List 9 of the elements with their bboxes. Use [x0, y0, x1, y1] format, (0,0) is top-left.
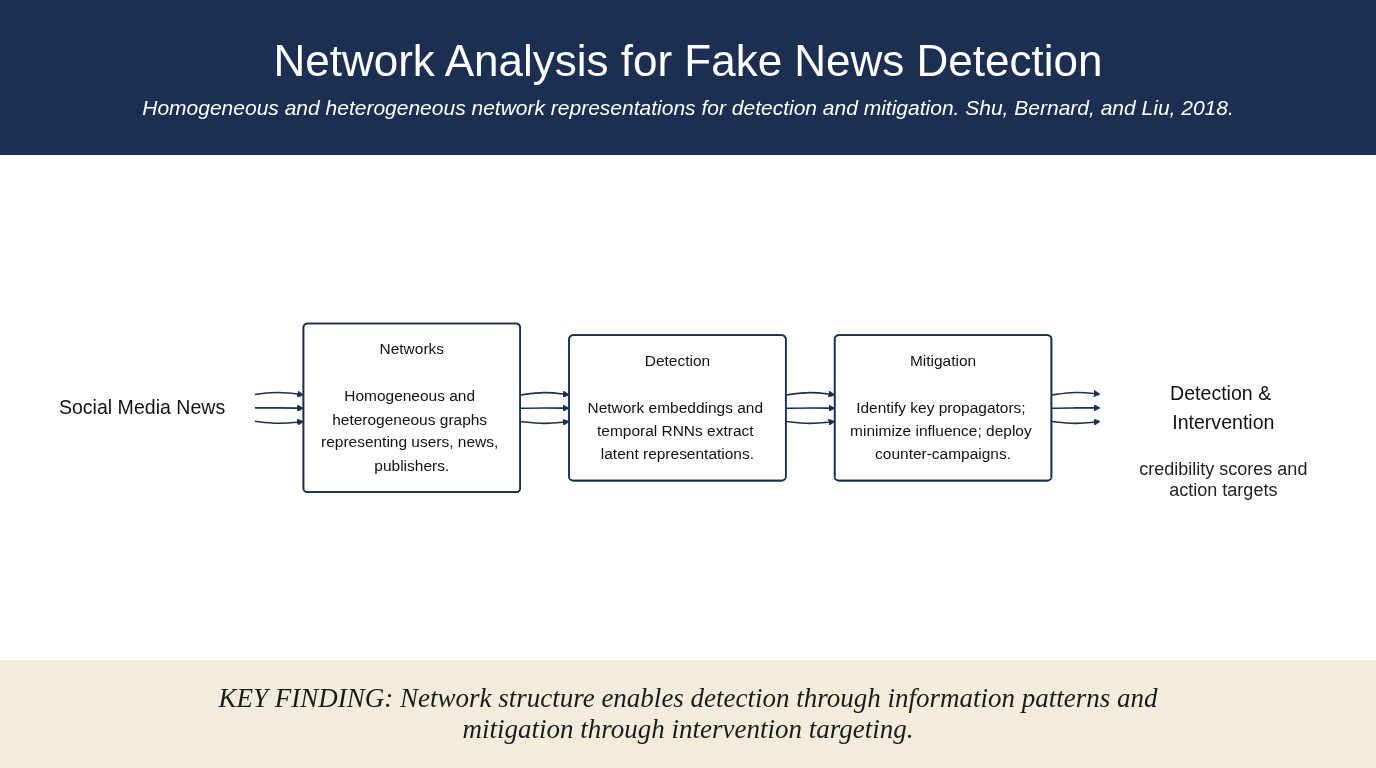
- caption: KEY FINDING: Network structure enables detection through information patterns and mitigation through intervention targeting.: [217, 683, 1159, 745]
- node-text: Social Media News: [58, 396, 226, 419]
- title: Network Analysis for Fake News Detection: [273, 35, 1103, 86]
- note: credibility scores and action targets: [1138, 459, 1309, 502]
- arrow: [1051, 389, 1101, 397]
- node-text: Detection & Intervention: [1170, 381, 1275, 433]
- subtitle: Homogeneous and heterogeneous network representations for detection and mitigation. Shu, Bernard, and Liu, 2018.: [142, 95, 1234, 120]
- arrow: [1051, 403, 1101, 412]
- arrow: [1051, 418, 1101, 426]
